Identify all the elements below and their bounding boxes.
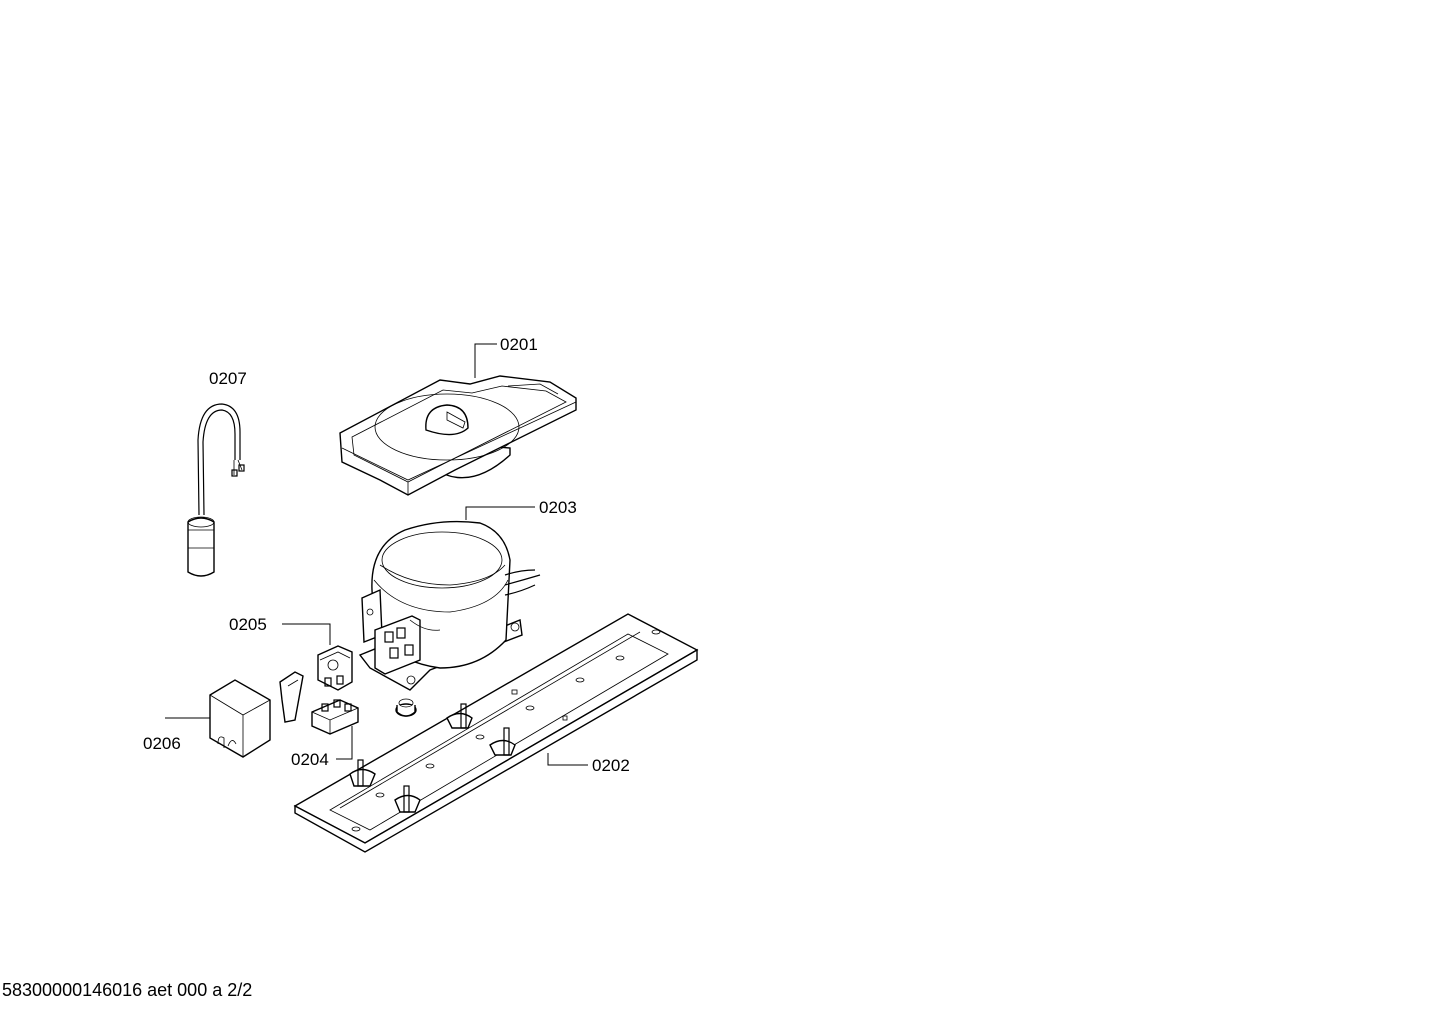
label-0202: 0202 [592,756,630,775]
label-0203: 0203 [539,498,577,517]
part-0207-capacitor [187,403,245,577]
part-0206-terminal-cover [165,679,271,758]
part-0201-compressor-tray [339,343,577,496]
part-0203-compressor [358,506,541,691]
part-0202-mounting-rail [293,613,699,853]
label-0206: 0206 [143,734,181,753]
label-0204: 0204 [291,750,329,769]
label-0205: 0205 [229,615,267,634]
label-0201: 0201 [500,335,538,354]
part-0205-overload-protector [279,623,353,723]
label-0207: 0207 [209,369,247,388]
document-reference-footer: 58300000146016 aet 000 a 2/2 [2,980,253,1000]
rubber-grommet [395,698,417,717]
part-0204-starter-relay [311,699,359,760]
